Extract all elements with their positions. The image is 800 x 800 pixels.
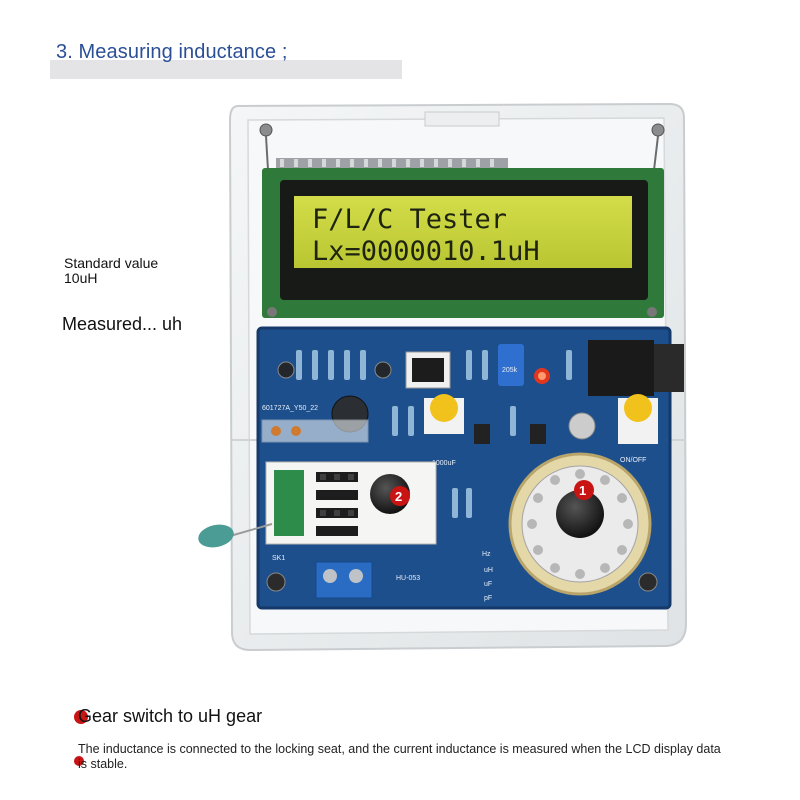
blue-inductor	[498, 344, 524, 386]
step-marker-2-label: 2	[395, 489, 402, 504]
gear-note-marker	[74, 710, 88, 724]
lcd-screen	[294, 196, 632, 268]
screw-bottom-right	[638, 572, 658, 592]
screw-bottom-left	[266, 572, 286, 592]
gear-note: Gear switch to uH gear	[78, 706, 263, 726]
transistor-1	[474, 424, 490, 444]
case-top-tab	[424, 111, 500, 127]
unit-uf-label: uF	[484, 581, 492, 588]
onoff-button	[624, 394, 652, 422]
unit-pf-label: pF	[484, 595, 492, 602]
measured-label: Measured... uh	[62, 314, 183, 334]
socket-label: SK1	[272, 555, 285, 562]
standard-value-amount: 10uH	[64, 270, 98, 286]
step-marker-2	[390, 486, 410, 506]
transistor-2	[530, 424, 546, 444]
resistor-row	[296, 350, 572, 518]
small-capacitor-left	[277, 361, 295, 379]
description-marker	[74, 756, 84, 766]
lcd-line2: Lx=0000010.1uH	[312, 236, 540, 267]
unit-hz-label: Hz	[482, 551, 491, 558]
standard-value-label: Standard value 10uH	[64, 256, 158, 286]
yellow-button-left	[430, 394, 458, 422]
screw-top-left	[259, 123, 273, 137]
step-marker-1-label: 1	[579, 483, 586, 498]
lcd-line1: F/L/C Tester	[312, 204, 507, 235]
cap-rating-label: 1000uF	[432, 460, 456, 467]
unit-uh-label: uH	[484, 567, 493, 574]
inductor-label: 205k	[502, 367, 518, 374]
onoff-label: ON/OFF	[620, 457, 646, 464]
rotary-knob	[556, 490, 604, 538]
acrylic-strip	[261, 419, 369, 443]
unit-labels: Hz uH uF pF	[482, 551, 493, 602]
silver-capacitor	[568, 412, 596, 440]
description-text: The inductance is connected to the locki…	[78, 742, 721, 771]
dc-power-jack	[588, 340, 654, 396]
standard-value-title: Standard value	[64, 255, 159, 271]
inductor-under-test	[198, 524, 234, 548]
screw-top-right	[651, 123, 665, 137]
heading-text: 3. Measuring inductance	[56, 41, 277, 63]
step-marker-1	[574, 480, 594, 500]
page-heading: 3. Measuring inductance ;	[56, 41, 288, 64]
heading-tail: ;	[281, 41, 288, 63]
board-code-label: 601727A_Y50_22	[262, 405, 318, 412]
small-capacitor-mid	[374, 361, 392, 379]
heading-underline-bar	[50, 60, 402, 79]
lcd-screw-left	[267, 307, 277, 317]
lcd-screw-right	[647, 307, 657, 317]
model-label: HU-053	[396, 575, 420, 582]
